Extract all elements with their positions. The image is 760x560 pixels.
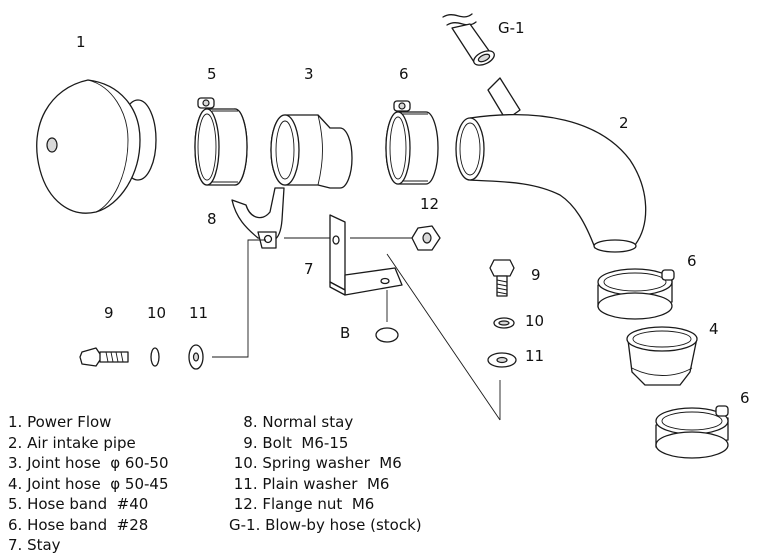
legend-item-6: 6. Hose band #28 xyxy=(8,515,149,534)
callout-8: 8 xyxy=(207,210,217,228)
air-intake-pipe xyxy=(455,77,647,253)
callout-b: B xyxy=(340,324,351,342)
callout-5: 5 xyxy=(207,65,217,83)
power-flow-filter xyxy=(36,79,157,214)
callout-2: 2 xyxy=(619,114,629,132)
legend-item-3: 3. Joint hose φ 60-50 xyxy=(8,454,169,472)
legend-item-4: 4. Joint hose φ 50-45 xyxy=(8,474,169,493)
legend-item-11: 11. Plain washer M6 xyxy=(229,474,390,493)
callout-7: 7 xyxy=(304,260,314,278)
legend-item-7: 7. Stay xyxy=(8,536,61,554)
callout-9-left: 9 xyxy=(104,304,114,322)
bolt-left xyxy=(79,347,129,367)
legend-right: 8. Normal stay 9. Bolt M6-15 10. Spring … xyxy=(229,412,422,535)
callout-11-left: 11 xyxy=(189,304,209,322)
callout-11-right: 11 xyxy=(525,347,545,365)
normal-stay xyxy=(231,187,285,249)
callout-10-left: 10 xyxy=(147,304,167,322)
callout-4: 4 xyxy=(709,320,719,338)
callout-1: 1 xyxy=(76,33,86,51)
callout-g1: G-1 xyxy=(498,19,525,37)
legend-item-9: 9. Bolt M6-15 xyxy=(229,433,349,452)
callout-10-right: 10 xyxy=(525,312,545,330)
assembly-lines xyxy=(212,237,501,421)
callout-6-upper: 6 xyxy=(399,65,409,83)
blow-by-hose xyxy=(442,13,495,66)
hose-band-40 xyxy=(194,97,248,186)
b-washer xyxy=(375,327,399,343)
callout-3: 3 xyxy=(304,65,314,83)
callout-6-mid: 6 xyxy=(687,252,697,270)
hose-band-28-lower xyxy=(655,405,729,459)
legend-left: 1. Power Flow 2. Air intake pipe 3. Join… xyxy=(8,412,169,556)
joint-hose-50-45 xyxy=(626,326,698,386)
flange-nut xyxy=(411,225,441,251)
hose-band-28-mid xyxy=(597,268,675,320)
legend-item-g1: G-1. Blow-by hose (stock) xyxy=(229,515,422,534)
legend-item-2: 2. Air intake pipe xyxy=(8,433,136,452)
callout-9-right: 9 xyxy=(531,266,541,284)
spring-washer-left xyxy=(150,347,160,367)
callout-6-lower: 6 xyxy=(740,389,750,407)
legend-item-5: 5. Hose band #40 xyxy=(8,495,149,513)
legend-item-8: 8. Normal stay xyxy=(229,413,354,431)
callout-12: 12 xyxy=(420,195,440,213)
legend-item-10: 10. Spring washer M6 xyxy=(229,454,402,472)
legend-item-1: 1. Power Flow xyxy=(8,413,112,431)
joint-hose-60-50 xyxy=(270,114,353,189)
hose-band-28-upper xyxy=(385,100,439,185)
legend-item-12: 12. Flange nut M6 xyxy=(229,495,375,513)
stay-bracket xyxy=(329,214,403,296)
bolt-right xyxy=(489,259,515,297)
